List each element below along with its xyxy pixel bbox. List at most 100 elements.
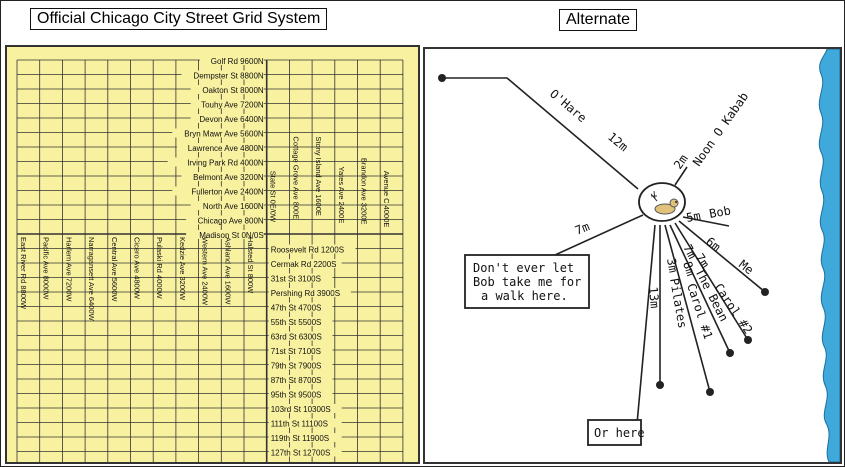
west-avenue-label: Pulaski Rd 4000W — [155, 237, 164, 300]
note-line-2: Bob take me for — [473, 275, 581, 289]
label-backing — [199, 56, 264, 65]
south-street-label: 79th St 7900S — [271, 362, 322, 371]
north-street-label: Chicago Ave 800N — [198, 217, 264, 226]
label-backing — [268, 389, 333, 399]
east-avenue-label: Avenue C 4000E — [382, 171, 391, 228]
label-backing — [190, 201, 264, 210]
south-street-label: 31st St 3100S — [271, 275, 321, 284]
north-street-label: Belmont Ave 3200N — [193, 173, 264, 182]
south-street-label: 63rd St 6300S — [271, 333, 322, 342]
east-avenue-label: Brandon Ave 3200E — [360, 158, 369, 225]
me-label: Me — [736, 257, 756, 277]
noon-label: Noon O Kabab — [690, 90, 751, 169]
carol2-distance: 7m — [693, 251, 713, 271]
west-avenue-label: Halsted St 800W — [246, 237, 255, 294]
route-me-line — [678, 220, 766, 293]
label-backing — [268, 433, 342, 442]
bob-label: Bob — [708, 203, 732, 221]
label-backing — [268, 375, 333, 384]
pilates-distance: 3m — [664, 257, 680, 274]
orhere-label: Or here — [594, 426, 645, 440]
east-avenue-label: Stony Island Ave 1600E — [314, 136, 323, 216]
east-avenue-label: State St 0E/0W — [269, 171, 278, 223]
south-street-label: 47th St 4700S — [271, 304, 322, 313]
label-backing — [268, 288, 351, 297]
orhere-distance: 13m — [646, 286, 662, 309]
south-street-label: 127th St 12700S — [271, 449, 331, 458]
west-avenue-label: Pacific Ave 8000W — [42, 237, 51, 300]
route-bob-line — [682, 216, 730, 227]
north-street-label: Lawrence Ave 4800N — [188, 144, 264, 153]
dog-icon — [650, 190, 679, 215]
route-endpoints — [438, 74, 769, 396]
label-backing — [268, 360, 333, 370]
label-backing — [268, 244, 356, 254]
alternate-title: Alternate — [559, 9, 638, 31]
route-ohare-line — [442, 77, 639, 190]
north-street-label: North Ave 1600N — [203, 202, 264, 211]
noon-distance: 2m — [671, 152, 691, 172]
route-bean-line — [669, 224, 731, 354]
bean-distance: 7m — [680, 242, 699, 261]
note-line-3: a walk here. — [481, 289, 568, 303]
label-backing — [176, 143, 264, 152]
label-backing — [172, 128, 264, 138]
carol1-distance: 8m — [680, 260, 698, 278]
label-backing — [268, 447, 342, 457]
east-avenue-label: Cottage Grove Ave 800E — [291, 136, 300, 219]
label-backing — [186, 230, 264, 239]
south-street-label: 111th St 11100S — [271, 420, 328, 429]
west-avenue-label: Kedzie Ave 3200W — [178, 237, 187, 301]
label-backing — [190, 99, 264, 109]
label-backing — [190, 85, 264, 94]
label-backing — [190, 114, 264, 123]
label-backing — [268, 317, 333, 326]
north-street-label: Dempster St 8800N — [193, 72, 263, 81]
west-avenue-label: Cicero Ave 4800W — [133, 237, 142, 300]
label-backing — [268, 346, 333, 355]
route-carol1-line — [664, 224, 711, 393]
route-lines — [442, 77, 766, 425]
south-street-label: 103rd St 10300S — [271, 405, 331, 414]
label-backing — [172, 186, 264, 196]
label-backing — [268, 404, 342, 413]
note-distance: 7m — [573, 219, 592, 237]
ohare-dot — [438, 74, 446, 82]
south-street-label: Pershing Rd 3900S — [271, 289, 340, 298]
me-dot — [761, 288, 769, 296]
north-street-label: Oakton St 8000N — [202, 86, 264, 95]
north-street-label: Touhy Ave 7200N — [201, 101, 264, 110]
carol1-dot — [706, 388, 714, 396]
north-street-label: Devon Ave 6400N — [199, 115, 264, 124]
route-carol2-line — [674, 222, 749, 341]
official-grid-title: Official Chicago City Street Grid System — [30, 8, 328, 30]
alternate-map: O'Hare 12m 2m Noon O Kabab 7m Don't ever… — [438, 49, 840, 462]
south-street-label: Roosevelt Rd 1200S — [271, 246, 344, 255]
west-avenue-label: Central Ave 5600W — [110, 237, 119, 302]
walk-note-box — [464, 254, 590, 309]
or-here-box — [587, 419, 642, 446]
south-street-label: 71st St 7100S — [271, 347, 321, 356]
lake-water — [818, 49, 840, 462]
west-avenue-label: Harlem Ave 7200W — [64, 237, 73, 302]
label-backing — [186, 215, 264, 225]
route-note-line — [554, 214, 644, 256]
alternate-map-panel: O'Hare 12m 2m Noon O Kabab 7m Don't ever… — [423, 47, 842, 464]
ohare-label: O'Hare — [547, 87, 589, 126]
label-backing — [268, 418, 342, 428]
south-street-label: Cermak Rd 2200S — [271, 260, 337, 269]
west-avenue-label: East River Rd 8800W — [19, 237, 28, 310]
label-backing — [181, 172, 264, 181]
label-backing — [268, 273, 333, 283]
south-street-label: 119th St 11900S — [271, 434, 329, 443]
south-street-label: 55th St 5500S — [271, 318, 322, 327]
south-street-label: 95th St 9500S — [271, 391, 322, 400]
label-backing — [181, 70, 264, 80]
north-street-label: Madison St 0N/0S — [199, 231, 263, 240]
north-street-label: Fullerton Ave 2400N — [191, 188, 264, 197]
label-backing — [268, 302, 333, 312]
label-backing — [167, 157, 264, 167]
north-street-label: Golf Rd 9600N — [211, 57, 264, 66]
route-orhere-line — [636, 224, 656, 425]
ohare-distance: 12m — [605, 130, 631, 155]
